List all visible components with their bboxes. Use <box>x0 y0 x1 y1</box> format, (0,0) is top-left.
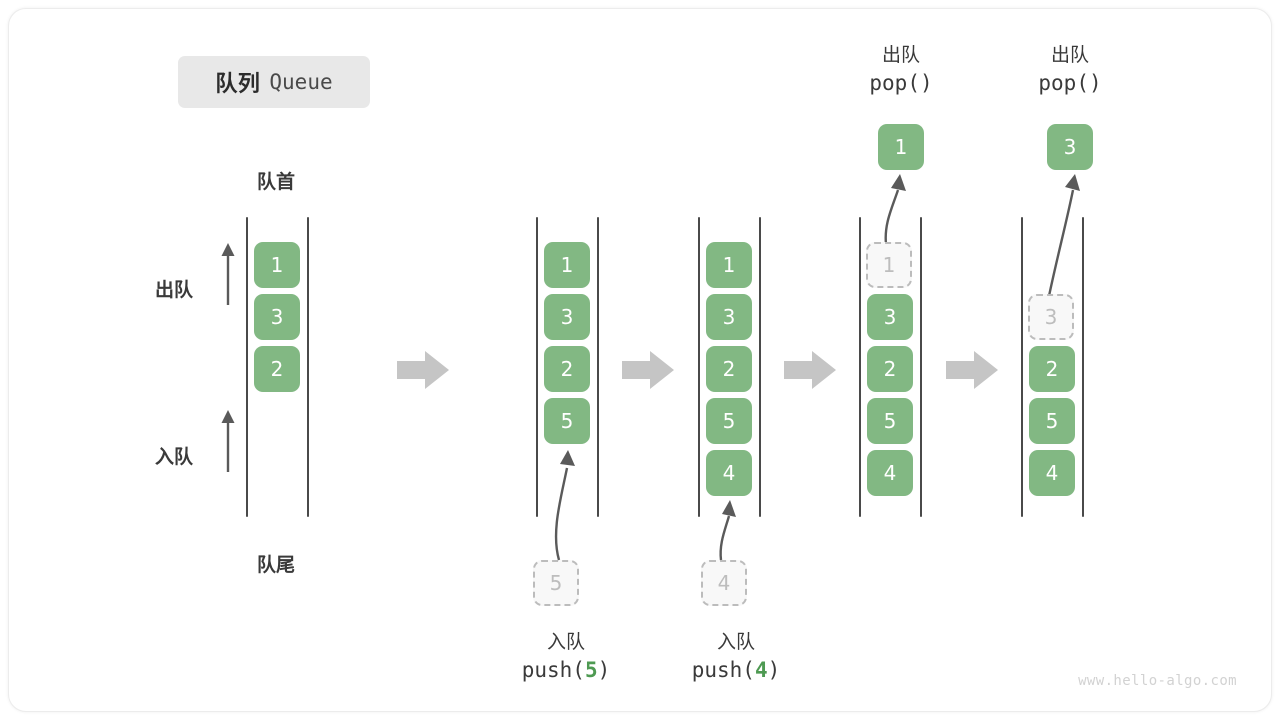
queue-rail-left-4 <box>859 217 861 517</box>
diagram-title-en: Queue <box>269 70 333 94</box>
queue-cell-removed-ghost: 1 <box>866 242 912 288</box>
diagram-title-chip: 队列 Queue <box>178 56 370 108</box>
diagram-title-cn: 队列 <box>215 72 261 97</box>
queue-cell: 5 <box>706 398 752 444</box>
queue-rail-left-3 <box>698 217 700 517</box>
queue-cell-new: 5 <box>544 398 590 444</box>
queue-rail-left-5 <box>1021 217 1023 517</box>
queue-rail-right-5 <box>1082 217 1084 517</box>
queue-cell: 4 <box>1029 450 1075 496</box>
pop-1-caption-cn: 出队 <box>881 44 920 66</box>
pop-arrow-icon <box>884 174 906 245</box>
incoming-element-ghost: 4 <box>701 560 747 606</box>
pop-3-caption-code: pop() <box>1038 70 1102 95</box>
flow-arrow-icon <box>397 351 449 389</box>
push-4-caption-code: push(4) <box>691 657 781 682</box>
queue-cell-new: 4 <box>706 450 752 496</box>
queue-rear-label: 队尾 <box>256 554 295 576</box>
queue-rail-right-2 <box>597 217 599 517</box>
push-4-caption-cn: 入队 <box>716 631 755 653</box>
queue-cell: 2 <box>544 346 590 392</box>
enqueue-direction-arrow-icon <box>221 410 235 472</box>
push-arrow-icon <box>719 500 736 561</box>
dequeue-direction-arrow-icon <box>221 243 235 305</box>
queue-front-label: 队首 <box>256 171 295 193</box>
flow-arrow-icon <box>784 351 836 389</box>
enqueue-direction-label: 入队 <box>155 446 194 468</box>
dequeue-direction-label: 出队 <box>155 279 194 301</box>
diagram-card: 队列 Queue 队首 队尾 出队 入队 1 3 2 1 3 2 5 5 入队 … <box>8 8 1272 712</box>
queue-rail-right-1 <box>307 217 309 517</box>
queue-rail-left-2 <box>536 217 538 517</box>
queue-cell: 5 <box>867 398 913 444</box>
queue-cell: 2 <box>1029 346 1075 392</box>
queue-cell: 3 <box>867 294 913 340</box>
pop-3-caption-cn: 出队 <box>1050 44 1089 66</box>
popped-element: 3 <box>1047 124 1093 170</box>
queue-rail-left-1 <box>246 217 248 517</box>
queue-cell: 2 <box>254 346 300 392</box>
queue-cell: 4 <box>867 450 913 496</box>
queue-cell: 5 <box>1029 398 1075 444</box>
queue-cell: 1 <box>706 242 752 288</box>
popped-element: 1 <box>878 124 924 170</box>
queue-cell: 3 <box>706 294 752 340</box>
push-5-caption-code: push(5) <box>521 657 611 682</box>
queue-rail-right-3 <box>759 217 761 517</box>
queue-rail-right-4 <box>920 217 922 517</box>
watermark: www.hello-algo.com <box>1078 673 1237 689</box>
push-arrow-icon <box>554 450 575 561</box>
flow-arrow-icon <box>946 351 998 389</box>
push-4-caption: 入队 push(4) <box>661 629 811 686</box>
queue-cell: 1 <box>254 242 300 288</box>
queue-cell: 2 <box>867 346 913 392</box>
queue-cell: 2 <box>706 346 752 392</box>
push-5-caption-cn: 入队 <box>546 631 585 653</box>
flow-arrow-icon <box>622 351 674 389</box>
push-5-caption: 入队 push(5) <box>491 629 641 686</box>
pop-3-caption: 出队 pop() <box>995 42 1145 99</box>
queue-cell-removed-ghost: 3 <box>1028 294 1074 340</box>
pop-1-caption-code: pop() <box>869 70 933 95</box>
queue-cell: 1 <box>544 242 590 288</box>
pop-1-caption: 出队 pop() <box>826 42 976 99</box>
queue-cell: 3 <box>254 294 300 340</box>
incoming-element-ghost: 5 <box>533 560 579 606</box>
queue-cell: 3 <box>544 294 590 340</box>
pop-arrow-icon <box>1047 174 1080 297</box>
